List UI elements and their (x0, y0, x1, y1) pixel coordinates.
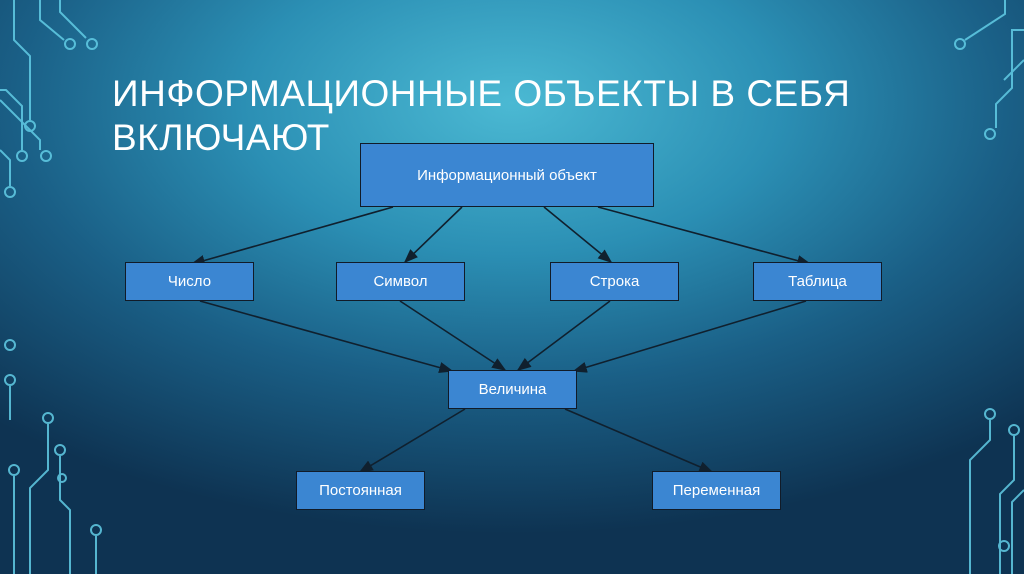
edge-root-table (597, 206, 812, 267)
node-variable: Переменная (652, 471, 781, 510)
node-information-object: Информационный объект (360, 143, 654, 207)
node-constant: Постоянная (296, 471, 425, 510)
edge-number-quantity (199, 300, 454, 373)
node-symbol: Символ (336, 262, 465, 301)
edge-table-quantity (572, 300, 807, 373)
node-number: Число (125, 262, 254, 301)
edge-root-number (190, 206, 394, 266)
edge-symbol-quantity (399, 300, 507, 371)
node-string: Строка (550, 262, 679, 301)
edge-string-quantity (516, 300, 611, 371)
node-table: Таблица (753, 262, 882, 301)
node-quantity: Величина (448, 370, 577, 409)
slide-title: ИНФОРМАЦИОННЫЕ ОБЪЕКТЫ В СЕБЯ ВКЛЮЧАЮТ (112, 73, 851, 158)
edge-quantity-variable (564, 408, 714, 473)
edge-quantity-constant (358, 408, 466, 473)
edge-root-string (543, 206, 613, 264)
edge-root-symbol (403, 206, 463, 264)
